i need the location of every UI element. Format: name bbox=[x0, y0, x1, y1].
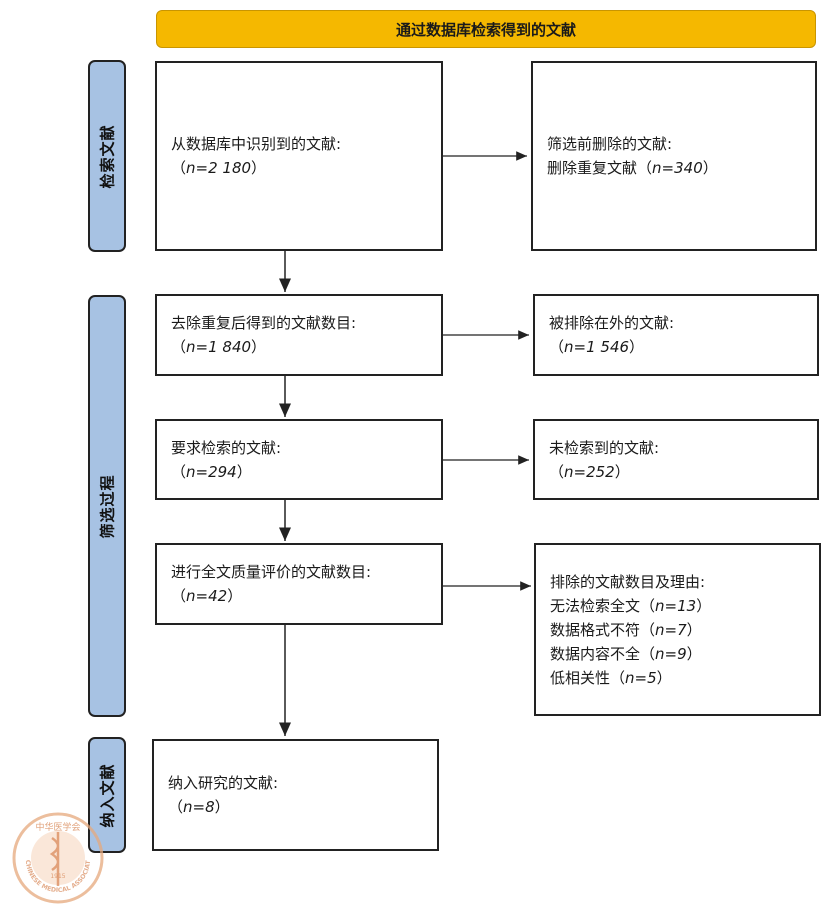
reason-text: 数据内容不全 bbox=[550, 644, 641, 663]
reason-count: n=13 bbox=[655, 596, 697, 615]
excluded-label: 被排除在外的文献: bbox=[549, 314, 675, 332]
reason-text: 低相关性 bbox=[550, 668, 611, 687]
cma-watermark-logo: 中华医学会 CHINESE MEDICAL ASSOCIATION 1915 bbox=[8, 808, 104, 904]
fulltext-label: 进行全文质量评价的文献数目: bbox=[171, 563, 372, 581]
reason-row: 数据内容不全（n=9） bbox=[550, 644, 702, 663]
stage-search: 检索文献 bbox=[88, 60, 126, 252]
reason-row: 无法检索全文（n=13） bbox=[550, 596, 712, 615]
box-excluded-reasons: 排除的文献数目及理由: 无法检索全文（n=13） 数据格式不符（n=7） 数据内… bbox=[534, 543, 821, 716]
stage-search-label: 检索文献 bbox=[98, 123, 117, 189]
box-retrieval: 要求检索的文献: （n=294） bbox=[155, 419, 443, 500]
box-included: 纳入研究的文献: （n=8） bbox=[152, 739, 439, 851]
box-excluded: 被排除在外的文献: （n=1 546） bbox=[533, 294, 819, 376]
included-label: 纳入研究的文献: bbox=[168, 774, 279, 792]
reason-count: n=5 bbox=[625, 668, 657, 687]
box-after-dedup: 去除重复后得到的文献数目: （n=1 840） bbox=[155, 294, 443, 376]
retrieval-count: n=294 bbox=[186, 462, 237, 481]
reason-row: 数据格式不符（n=7） bbox=[550, 620, 702, 639]
removed-before-reason: 删除重复文献 bbox=[547, 159, 638, 177]
box-removed-before-screening: 筛选前删除的文献: 删除重复文献（n=340） bbox=[531, 61, 817, 251]
identified-label: 从数据库中识别到的文献: bbox=[171, 135, 342, 153]
box-identified: 从数据库中识别到的文献: （n=2 180） bbox=[155, 61, 443, 251]
fulltext-count: n=42 bbox=[186, 587, 228, 605]
header-title: 通过数据库检索得到的文献 bbox=[395, 20, 576, 39]
identified-count: n=2 180 bbox=[186, 159, 252, 177]
reason-count: n=7 bbox=[655, 620, 687, 639]
reason-row: 低相关性（n=5） bbox=[550, 668, 672, 687]
retrieval-label: 要求检索的文献: bbox=[171, 438, 282, 457]
watermark-top-text: 中华医学会 bbox=[35, 821, 80, 833]
included-count: n=8 bbox=[183, 798, 215, 816]
not-retrieved-label: 未检索到的文献: bbox=[549, 438, 660, 457]
watermark-year: 1915 bbox=[50, 873, 65, 880]
stage-screening-label: 筛选过程 bbox=[98, 473, 117, 539]
reason-text: 无法检索全文 bbox=[550, 596, 641, 615]
box-fulltext: 进行全文质量评价的文献数目: （n=42） bbox=[155, 543, 443, 625]
reason-count: n=9 bbox=[655, 644, 687, 663]
excluded-count: n=1 546 bbox=[564, 338, 630, 356]
after-dedup-label: 去除重复后得到的文献数目: bbox=[171, 314, 357, 332]
header-banner: 通过数据库检索得到的文献 bbox=[156, 10, 816, 48]
reason-text: 数据格式不符 bbox=[550, 620, 641, 639]
removed-before-count: n=340 bbox=[652, 159, 703, 177]
not-retrieved-count: n=252 bbox=[564, 462, 615, 481]
box-not-retrieved: 未检索到的文献: （n=252） bbox=[533, 419, 819, 500]
stage-screening: 筛选过程 bbox=[88, 295, 126, 717]
removed-before-label: 筛选前删除的文献: bbox=[547, 135, 673, 153]
after-dedup-count: n=1 840 bbox=[186, 338, 252, 356]
excluded-reasons-label: 排除的文献数目及理由: bbox=[550, 572, 706, 591]
